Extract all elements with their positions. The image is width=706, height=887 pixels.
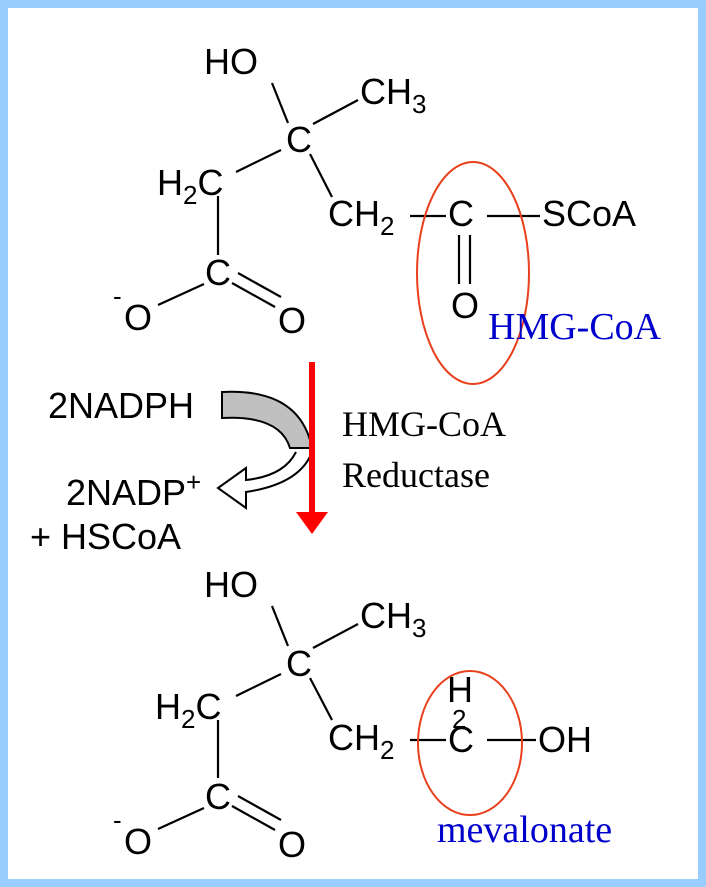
- methylene-left-label: H2C: [155, 686, 221, 734]
- bond-c-o-double-b: [237, 795, 282, 821]
- bond-c-oh: [270, 82, 290, 124]
- center-carbon-label: C: [286, 119, 312, 160]
- bond-c-o-minus: [157, 282, 205, 307]
- thioester-highlight: [416, 161, 530, 385]
- carboxylate-oxygen-label: O: [124, 821, 152, 862]
- methylene-right-label: CH2: [328, 193, 394, 241]
- bond-c-ch2-right: [309, 677, 333, 721]
- bond-c-ch2-right: [309, 153, 333, 198]
- carboxylate-charge: -: [113, 281, 122, 311]
- bond-c-o-double-a: [231, 805, 276, 831]
- cofactor-in-label: 2NADPH: [48, 385, 194, 426]
- bond-c-o-minus: [157, 806, 205, 831]
- scoa-label: SCoA: [542, 193, 636, 234]
- methyl-label: CH3: [360, 595, 426, 643]
- reactant-molecule: HO CH3 C H2C CH2 C SCoA C - O O O HMG-Co…: [113, 41, 662, 385]
- cofactor-arrow-tail: [216, 451, 313, 510]
- bond-c-ch2-left: [235, 149, 282, 173]
- cofactor-out-label: 2NADP+: [66, 467, 201, 513]
- carbonyl-oxygen-label: O: [278, 824, 306, 865]
- center-carbon-label: C: [286, 643, 312, 684]
- hydroxyl-label: HO: [204, 41, 258, 82]
- bond-c-o-double-a: [231, 282, 276, 308]
- carboxyl-carbon-label: C: [205, 252, 231, 293]
- reaction-arrow-head: [296, 512, 328, 534]
- carboxylate-charge: -: [113, 805, 122, 835]
- carboxyl-carbon-label: C: [205, 776, 231, 817]
- hmg-coa-name: HMG-CoA: [488, 306, 662, 348]
- keto-oxygen-label: O: [451, 285, 479, 326]
- hydroxyl-label: HO: [204, 564, 258, 605]
- reaction-step: 2NADPH 2NADP+ + HSCoA HMG-CoA Reductase: [30, 362, 506, 557]
- enzyme-name-line2: Reductase: [342, 455, 490, 495]
- methylene-left-label: H2C: [157, 162, 223, 210]
- byproduct-label: + HSCoA: [30, 516, 181, 557]
- bond-c-o-double-b: [237, 272, 282, 298]
- methyl-label: CH3: [360, 71, 426, 119]
- carboxylate-oxygen-label: O: [124, 297, 152, 338]
- thioester-carbon-label: C: [448, 193, 474, 234]
- bond-c-ch2-left: [235, 673, 282, 697]
- methylene-right-label: CH2: [328, 717, 394, 765]
- enzyme-name-line1: HMG-CoA: [342, 404, 506, 444]
- alcohol-carbon-label: C: [448, 719, 474, 760]
- carbonyl-oxygen-label: O: [278, 300, 306, 341]
- bond-c-oh: [270, 605, 290, 647]
- alcohol-highlight: [417, 670, 523, 816]
- mevalonate-name: mevalonate: [437, 809, 612, 851]
- bond-c-ch3: [312, 623, 359, 649]
- terminal-oh-label: OH: [538, 719, 592, 760]
- bond-c-ch3: [312, 99, 359, 125]
